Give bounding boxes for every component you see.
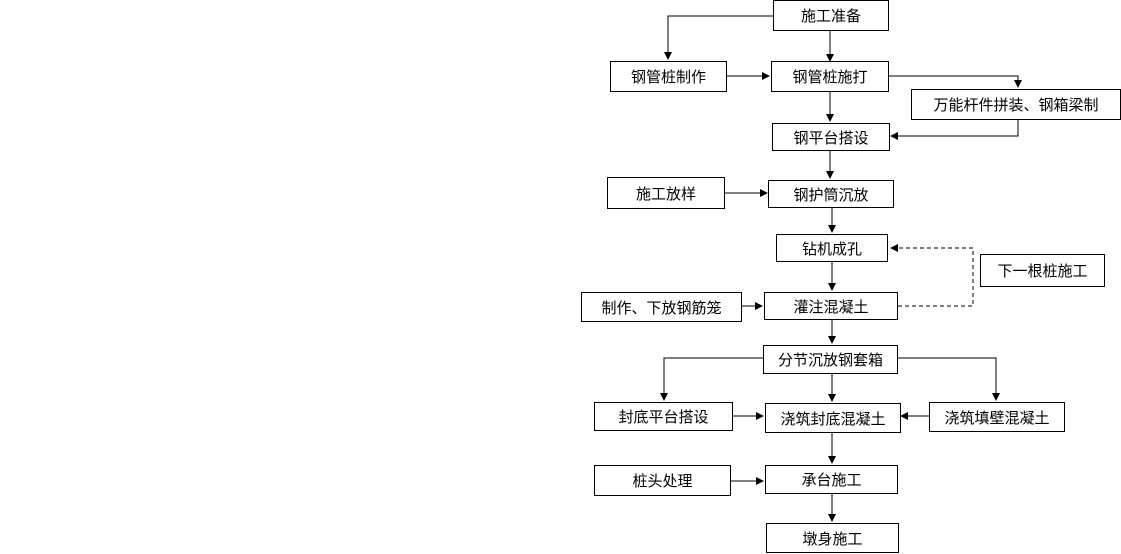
arrow-assembly-to-platform: [890, 120, 1019, 140]
step-steel-pipe-pile-fabrication: 钢管桩制作: [610, 61, 727, 92]
step-universal-members-assembly: 万能杆件拼装、钢箱梁制: [911, 89, 1121, 120]
step-pile-head-treatment: 桩头处理: [594, 465, 731, 496]
step-steel-box-cofferdam-sinking: 分节沉放钢套箱: [763, 345, 898, 374]
step-next-pile: 下一根桩施工: [980, 254, 1105, 287]
arrow-prep-to-fabrication: [664, 15, 773, 60]
arrow-driving-to-assembly: [889, 75, 1022, 88]
step-wall-fill-concrete: 浇筑填壁混凝土: [929, 402, 1065, 432]
step-pier-body: 墩身施工: [766, 523, 899, 553]
step-rebar-cage: 制作、下放钢筋笼: [581, 292, 742, 322]
step-pile-cap: 承台施工: [765, 465, 898, 494]
step-steel-platform-erection: 钢平台搭设: [772, 123, 890, 151]
arrow-cofferdam-to-wall-fill: [898, 357, 1000, 401]
step-construction-prep: 施工准备: [773, 0, 889, 31]
step-bottom-seal-concrete: 浇筑封底混凝土: [765, 403, 901, 433]
arrow-cofferdam-to-bottom-platform: [660, 357, 763, 401]
step-bottom-platform-erection: 封底平台搭设: [594, 402, 733, 431]
dashed-loop-next-pile: [890, 244, 974, 307]
step-construction-layout: 施工放样: [607, 177, 725, 209]
step-steel-casing-sinking: 钢护筒沉放: [768, 180, 894, 208]
step-steel-pipe-pile-driving: 钢管桩施打: [771, 61, 889, 92]
step-drilling: 钻机成孔: [776, 234, 888, 262]
step-concrete-pouring: 灌注混凝土: [764, 292, 898, 320]
